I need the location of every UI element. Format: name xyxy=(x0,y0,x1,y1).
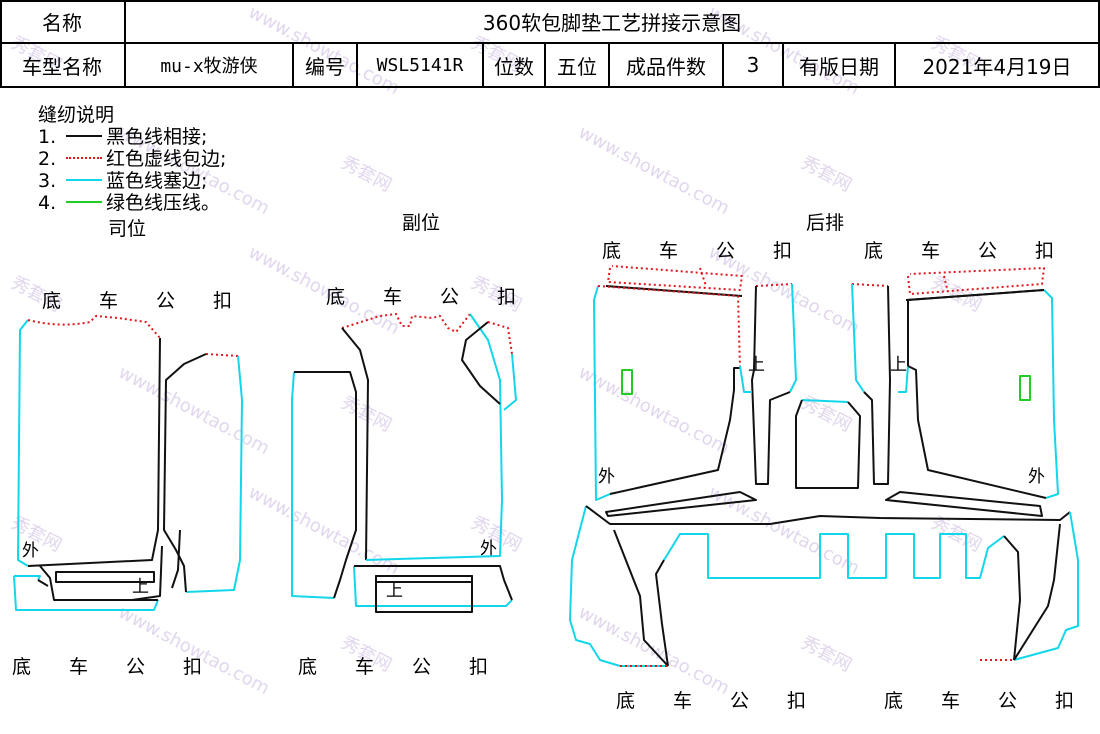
driver-side-piece xyxy=(163,353,243,593)
clip-label-rear-left-bottom: 底车公扣 xyxy=(616,690,845,712)
green-line-swatch xyxy=(66,200,102,203)
passenger-side-piece xyxy=(461,321,517,411)
pieces-value: 3 xyxy=(724,44,784,88)
pieces-label: 成品件数 xyxy=(610,44,724,88)
rear-left-seat-piece xyxy=(593,285,741,501)
outside-label-rear-left: 外 xyxy=(598,467,615,487)
clip-label-driver-bottom: 底车公扣 xyxy=(12,656,241,678)
clip-label-passenger-bottom: 底车公扣 xyxy=(298,656,527,678)
section-rear: 后排 xyxy=(806,212,845,234)
clip-label-rear-left-top: 底车公扣 xyxy=(602,240,831,262)
legend-num: 1. xyxy=(38,126,57,148)
header-table: 名称 360软包脚垫工艺拼接示意图 车型名称 mu-x牧游侠 编号 WSL514… xyxy=(0,0,1100,88)
clip-label-driver-top: 底车公扣 xyxy=(42,290,271,312)
legend-item: 3. 蓝色线塞边; xyxy=(38,170,226,192)
blue-line-swatch xyxy=(66,178,102,181)
rear-right-diagonal-strip xyxy=(885,491,1043,517)
date-value: 2021年4月19日 xyxy=(896,44,1100,88)
legend-text: 绿色线压线。 xyxy=(106,192,221,214)
rear-center-tunnel xyxy=(795,399,861,489)
passenger-main-piece xyxy=(341,313,503,561)
seats-label: 位数 xyxy=(484,44,546,88)
page-title: 360软包脚垫工艺拼接示意图 xyxy=(126,0,1100,44)
outside-label-rear-right: 外 xyxy=(1028,467,1045,487)
legend-num: 2. xyxy=(38,148,57,170)
passenger-top-strip-inner xyxy=(375,575,473,583)
model-value: mu-x牧游侠 xyxy=(126,44,294,88)
seats-value: 五位 xyxy=(546,44,610,88)
date-label: 有版日期 xyxy=(784,44,896,88)
outside-label-passenger: 外 xyxy=(480,539,497,559)
legend-item: 2. 红色虚线包边; xyxy=(38,148,226,170)
rear-bottom-main-piece xyxy=(569,505,1079,667)
clip-label-rear-right-top: 底车公扣 xyxy=(864,240,1093,262)
section-passenger: 副位 xyxy=(402,212,441,234)
driver-top-strip xyxy=(55,571,155,583)
section-driver: 司位 xyxy=(108,218,147,240)
top-label-passenger: 上 xyxy=(386,581,403,601)
outside-label-driver: 外 xyxy=(22,541,39,561)
top-label-rear-right: 上 xyxy=(890,355,907,375)
rear-right-green-marker xyxy=(1019,375,1031,401)
passenger-bottom-piece xyxy=(353,565,513,607)
legend-text: 红色虚线包边; xyxy=(106,148,227,170)
sewing-legend: 缝纫说明 1. 黑色线相接; 2. 红色虚线包边; 3. 蓝色线塞边; 4. 绿色线压线… xyxy=(38,104,226,214)
legend-num: 4. xyxy=(38,192,57,214)
clip-label-rear-right-bottom: 底车公扣 xyxy=(884,690,1100,712)
legend-text: 黑色线相接; xyxy=(106,126,208,148)
black-line-swatch xyxy=(66,134,102,137)
clip-label-passenger-top: 底车公扣 xyxy=(326,286,555,308)
passenger-left-piece xyxy=(291,371,357,599)
rear-right-connector xyxy=(851,283,909,485)
driver-main-piece xyxy=(17,315,163,601)
model-label: 车型名称 xyxy=(0,44,126,88)
rear-right-seat-piece xyxy=(907,289,1059,499)
legend-num: 3. xyxy=(38,170,57,192)
legend-item: 1. 黑色线相接; xyxy=(38,126,226,148)
name-label: 名称 xyxy=(0,0,126,44)
rear-left-green-marker xyxy=(621,369,633,395)
code-value: WSL5141R xyxy=(358,44,484,88)
rear-left-diagonal-strip xyxy=(605,491,757,517)
driver-bottom-piece xyxy=(13,565,159,611)
legend-item: 4. 绿色线压线。 xyxy=(38,192,226,214)
red-dotted-swatch xyxy=(66,156,102,159)
top-label-rear-left: 上 xyxy=(748,355,765,375)
legend-title: 缝纫说明 xyxy=(38,104,115,126)
legend-text: 蓝色线塞边; xyxy=(106,170,208,192)
rear-left-connector xyxy=(739,283,797,485)
code-label: 编号 xyxy=(294,44,358,88)
